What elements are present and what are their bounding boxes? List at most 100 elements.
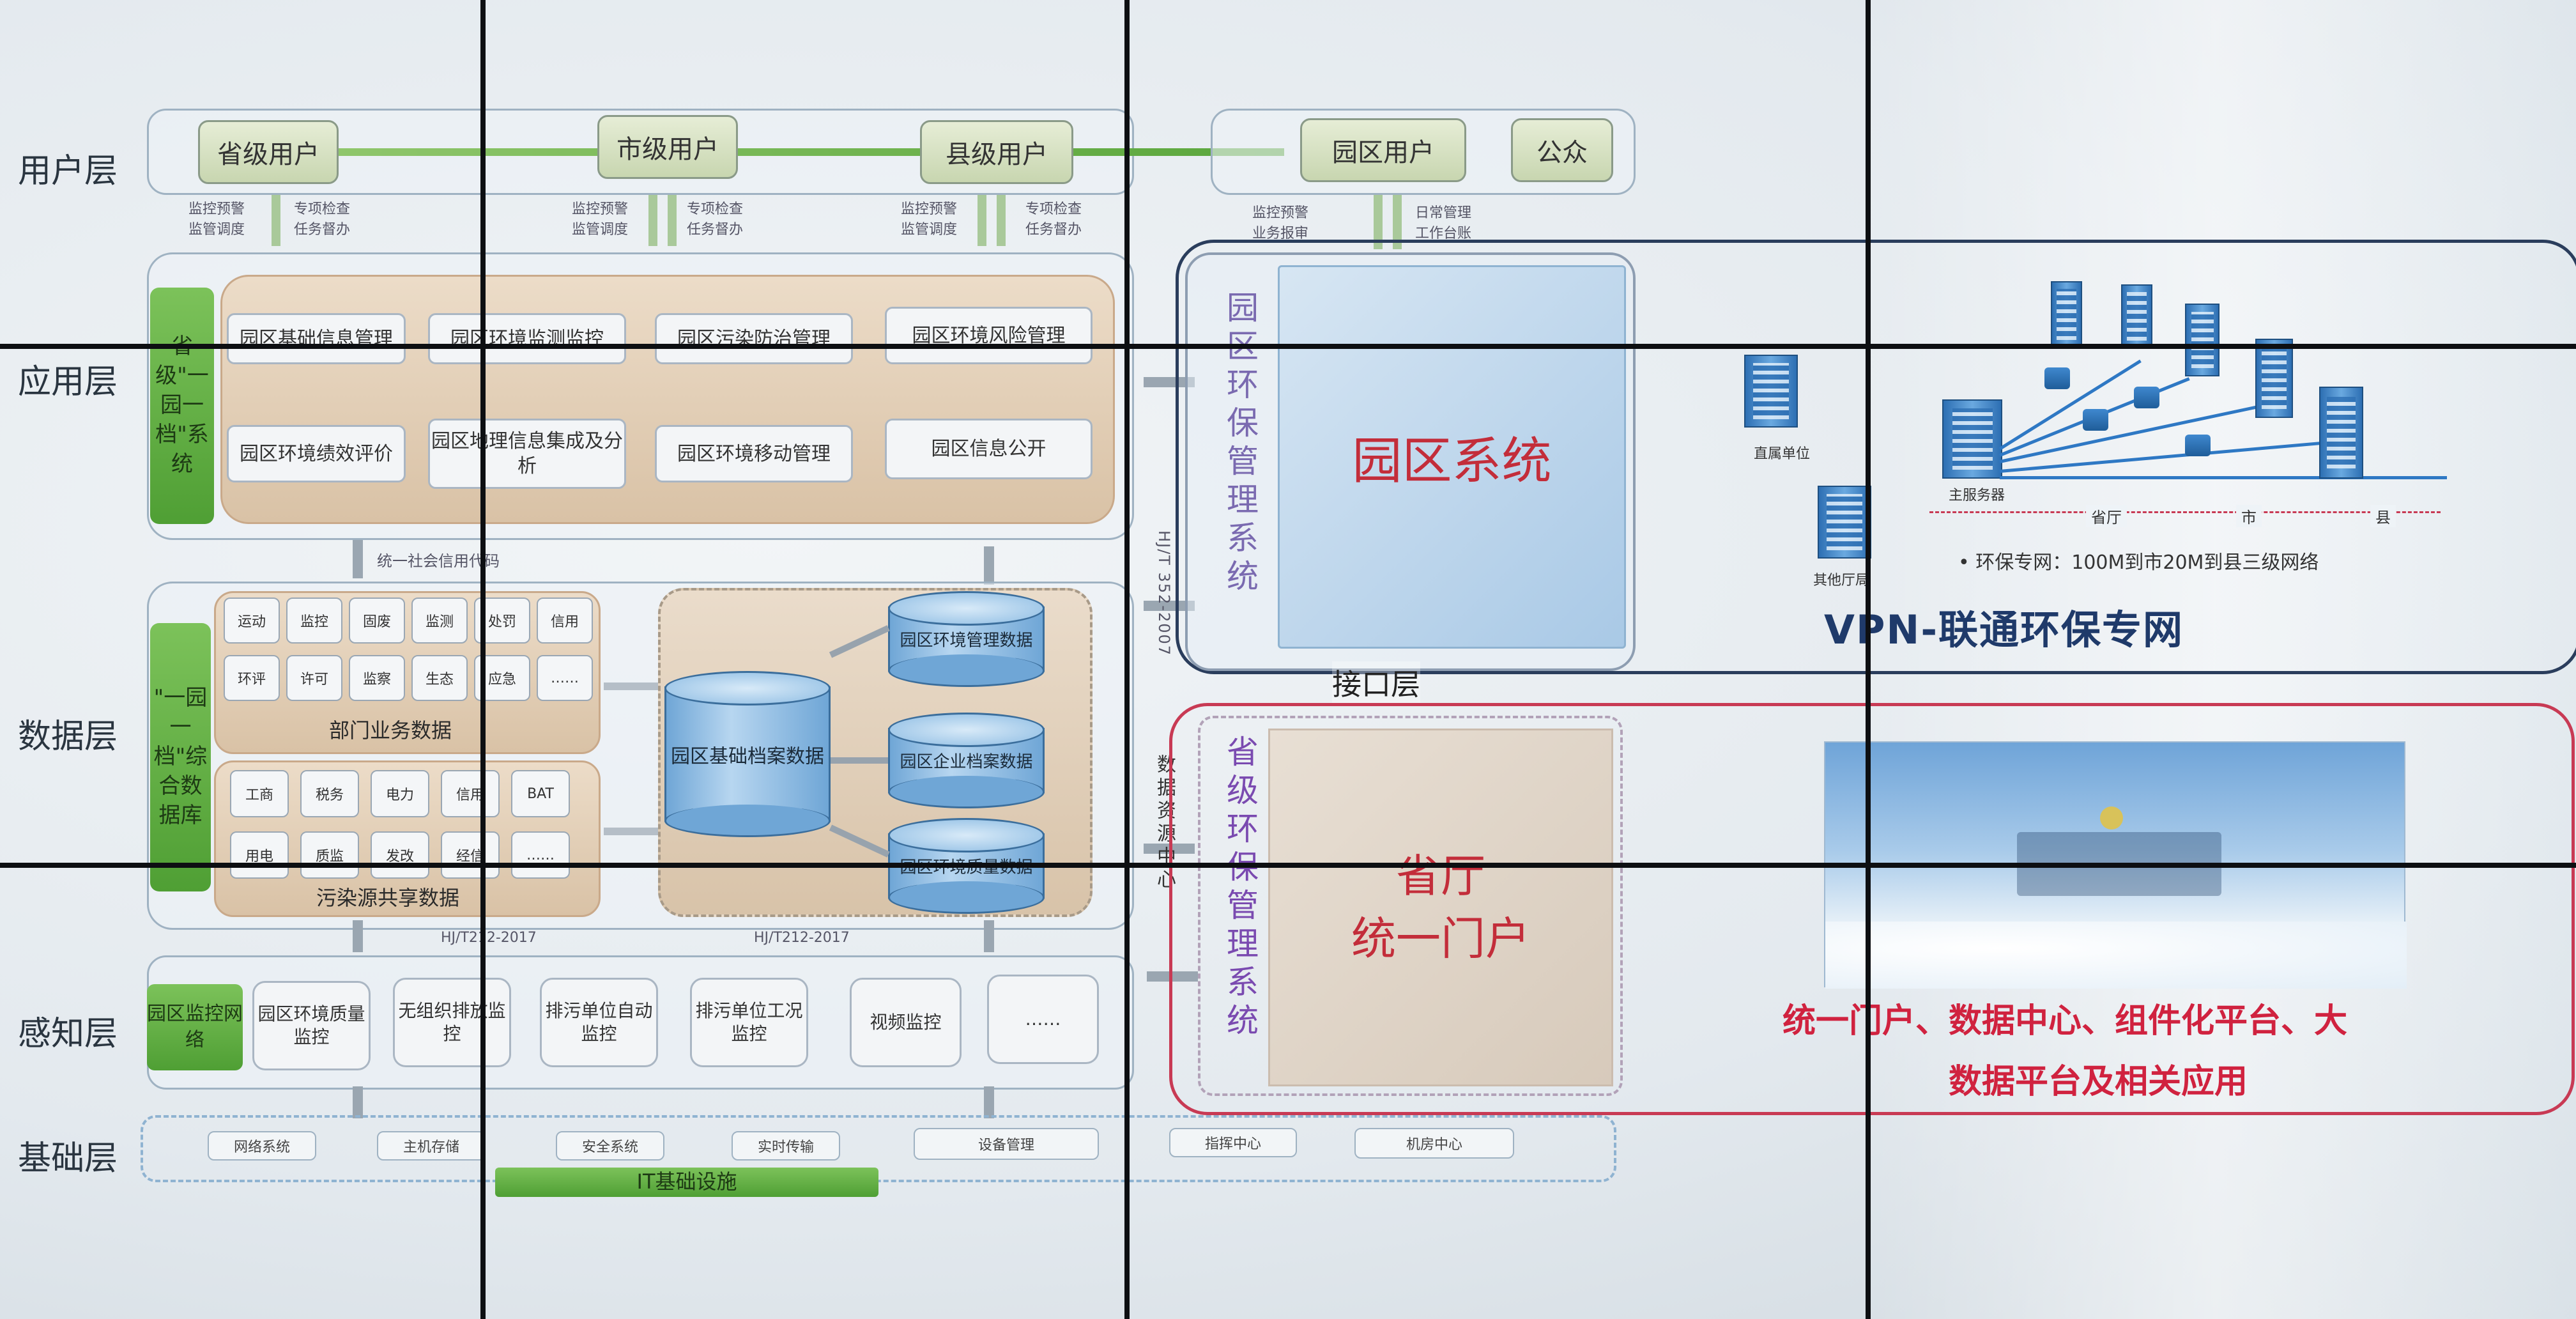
env-mgmt-db-label: 园区环境管理数据 [900, 631, 1033, 651]
app-data-arrow-1 [353, 540, 363, 578]
module-performance[interactable]: 园区环境绩效评价 [227, 425, 406, 482]
sense-item-condition[interactable]: 排污单位工况监控 [690, 978, 808, 1067]
dept-chip: 监测 [411, 598, 468, 644]
module-gis[interactable]: 园区地理信息集成及分析 [428, 419, 626, 489]
std-label-1: HJ/T212-2017 [441, 930, 537, 946]
base-item-security: 安全系统 [556, 1131, 664, 1161]
city-user-button[interactable]: 市级用户 [597, 115, 738, 179]
dept-chip: 环评 [224, 655, 280, 701]
core-db-cylinder: 园区基础档案数据 [664, 671, 831, 837]
bezel-horizontal [0, 344, 2576, 349]
enterprise-db-label: 园区企业档案数据 [900, 752, 1033, 772]
tier-label-county: 县 [2370, 505, 2396, 527]
sense-item-more[interactable]: …… [987, 975, 1099, 1064]
module-base-info[interactable]: 园区基础信息管理 [227, 313, 406, 364]
module-monitoring[interactable]: 园区环境监测监控 [428, 313, 626, 364]
dept-chip: 固废 [349, 598, 405, 644]
share-chip: 发改 [371, 831, 429, 879]
vpn-outline [1176, 240, 2576, 674]
layer-label-app: 应用层 [18, 363, 118, 401]
base-layer-panel [141, 1115, 1616, 1182]
bezel-vertical [1866, 0, 1871, 1319]
app-side-system: 省级"一园一档"系统 [150, 288, 214, 524]
dept-chip: 许可 [286, 655, 342, 701]
it-infra-bar: IT基础设施 [495, 1168, 878, 1197]
county-user-button[interactable]: 县级用户 [920, 120, 1073, 184]
sense-item-quality[interactable]: 园区环境质量监控 [252, 981, 371, 1070]
cloud-band [1825, 922, 2407, 989]
std-label-2: HJ/T212-2017 [754, 930, 850, 946]
sense-item-auto-monitor[interactable]: 排污单位自动监控 [540, 978, 658, 1067]
credit-code-note: 统一社会信用代码 [377, 552, 500, 570]
summary-line-1: 统一门户、数据中心、组件化平台、大 [1782, 1002, 2348, 1040]
share-chip: 信用 [441, 770, 500, 817]
branch-server-icon [2185, 304, 2220, 376]
layer-label-base: 基础层 [18, 1139, 118, 1178]
bezel-vertical [1124, 0, 1130, 1319]
router-node-icon [2044, 367, 2070, 389]
other-bureau-server-icon [1818, 486, 1871, 559]
module-risk[interactable]: 园区环境风险管理 [885, 307, 1092, 364]
direct-unit-server-icon [1744, 355, 1798, 428]
province-user-button[interactable]: 省级用户 [198, 120, 339, 184]
base-item-datacenter: 机房中心 [1354, 1128, 1514, 1159]
portal-system-side-label: 省级环保管理系统 [1222, 735, 1259, 1042]
base-item-command: 指挥中心 [1169, 1128, 1297, 1157]
env-quality-db: 园区环境质量数据 [888, 818, 1045, 914]
flow-arrow-down [272, 195, 280, 246]
public-user-button[interactable]: 公众 [1511, 118, 1613, 182]
router-node-icon [2185, 435, 2211, 456]
flow-label-h: 日常管理工作台账 [1415, 205, 1472, 242]
core-link-2 [831, 757, 888, 764]
app-park-arrow [1144, 377, 1195, 387]
sense-item-video[interactable]: 视频监控 [850, 978, 962, 1067]
base-item-storage: 主机存储 [377, 1131, 486, 1161]
core-db-label: 园区基础档案数据 [671, 745, 824, 768]
share-chip-grid: 工商 税务 电力 信用 BAT 用电 质监 发改 经信 …… [230, 770, 588, 879]
flow-arrow-park-2 [1393, 195, 1402, 249]
park-system-panel[interactable]: 园区系统 [1278, 265, 1626, 649]
bezel-horizontal [0, 863, 2576, 868]
park-system-title: 园区系统 [1352, 433, 1552, 490]
dept-chip: 生态 [411, 655, 468, 701]
module-disclosure[interactable]: 园区信息公开 [885, 419, 1092, 479]
main-server-icon [1942, 399, 2002, 479]
dept-chip: …… [537, 655, 593, 701]
tier-divider [1929, 511, 2441, 513]
sense-portal-arrow [1147, 971, 1198, 982]
tier-label-province: 省厅 [2086, 505, 2127, 527]
module-pollution[interactable]: 园区污染防治管理 [655, 313, 853, 364]
std-label-3: HJ/T 352-2007 [1155, 530, 1173, 657]
router-node-icon [2083, 409, 2108, 431]
env-mgmt-db: 园区环境管理数据 [888, 591, 1045, 687]
portal-system-panel[interactable]: 省厅 统一门户 [1268, 729, 1613, 1086]
flow-arrow-park-1 [1374, 195, 1383, 249]
screen-glare [1853, 0, 2576, 1319]
net-line-5 [2000, 476, 2447, 479]
tier-label-city: 市 [2236, 505, 2262, 527]
branch-server-icon [2319, 387, 2363, 479]
layer-label-data: 数据层 [18, 718, 118, 756]
flow-label-f: 专项检查任务督办 [1025, 201, 1082, 238]
share-chip: BAT [511, 770, 570, 817]
env-quality-db-label: 园区环境质量数据 [888, 857, 1045, 879]
dept-chip: 信用 [537, 598, 593, 644]
portal-system-frame [1198, 716, 1623, 1096]
share-to-core-arrow [604, 828, 658, 835]
vpn-caption: • 环保专网：100M到市20M到县三级网络 [1958, 552, 2319, 574]
module-mobile[interactable]: 园区环境移动管理 [655, 425, 853, 482]
park-user-button[interactable]: 园区用户 [1300, 118, 1466, 182]
sense-item-unorganized[interactable]: 无组织排放监控 [393, 978, 511, 1067]
flow-label-g: 监控预警业务报审 [1252, 205, 1309, 242]
base-item-transfer: 实时传输 [732, 1131, 840, 1161]
flow-label-d: 专项检查任务督办 [687, 201, 744, 238]
sense-item-park-network[interactable]: 园区监控网络 [147, 984, 243, 1070]
park-system-side-label: 园区环保管理系统 [1222, 291, 1259, 598]
interface-layer-label: 接口层 [1332, 661, 1420, 704]
data-side-database: "一园一档"综合数据库 [150, 623, 211, 891]
branch-server-icon [2051, 281, 2082, 348]
bezel-vertical [480, 0, 486, 1319]
main-server-label: 主服务器 [1949, 488, 2005, 504]
flow-label-c: 监控预警监管调度 [572, 201, 629, 238]
